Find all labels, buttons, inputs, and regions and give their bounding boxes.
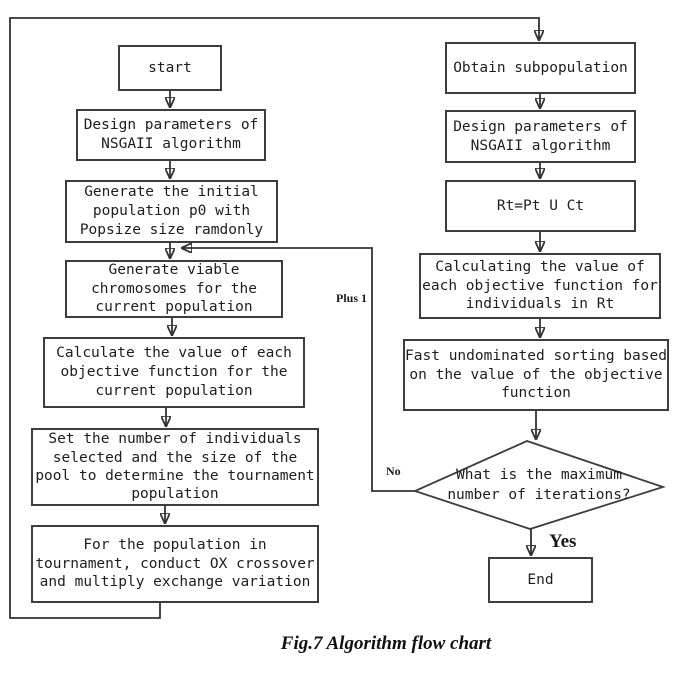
node-obtain-subpopulation: Obtain subpopulation: [445, 42, 636, 94]
edge-label-no: No: [386, 464, 401, 478]
node-rt-union: Rt=Pt U Ct: [445, 180, 636, 232]
node-set-number: Set the number of individuals selected a…: [31, 428, 319, 506]
node-calculate-value: Calculate the value of each objective fu…: [43, 337, 305, 408]
node-calculating-value-rt: Calculating the value of each objective …: [419, 253, 661, 319]
node-ox-crossover: For the population in tournament, conduc…: [31, 525, 319, 603]
node-design-params-right: Design parameters of NSGAII algorithm: [445, 110, 636, 163]
edge-label-plus-one: Plus 1: [336, 291, 368, 305]
edge-decision-no-plus-one: [182, 248, 415, 492]
edge-label-yes: Yes: [549, 531, 577, 552]
node-fast-sorting: Fast undominated sorting based on the va…: [403, 339, 669, 411]
edge-loop-to-obtain-subpopulation: [9, 17, 539, 619]
node-generate-viable: Generate viable chromosomes for the curr…: [65, 260, 283, 318]
node-end: End: [488, 557, 593, 603]
node-generate-initial: Generate the initial population p0 with …: [65, 180, 278, 243]
decision-label: What is the maximum number of iterations…: [447, 467, 631, 503]
node-start: start: [118, 45, 222, 91]
figure-caption: Fig.7 Algorithm flow chart: [280, 633, 492, 654]
node-design-params-left: Design parameters of NSGAII algorithm: [76, 109, 266, 161]
decision-diamond: [412, 440, 666, 530]
